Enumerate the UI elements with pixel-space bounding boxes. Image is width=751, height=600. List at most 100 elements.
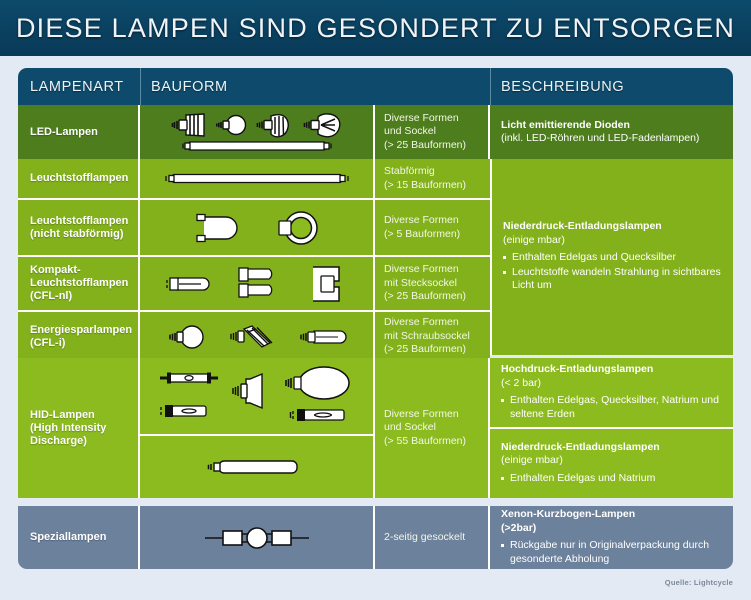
cell-bauform-text-nicht-stab: Diverse Formen(> 5 Bauformen) bbox=[375, 200, 490, 255]
description-title: Niederdruck-Entladungslampen bbox=[503, 220, 662, 233]
bullet-item: Leuchtstoffe wandeln Strahlung in sichtb… bbox=[503, 266, 725, 293]
page-title: DIESE LAMPEN SIND GESONDERT ZU ENTSORGEN bbox=[15, 12, 736, 43]
hid-ellipsoidal-icon bbox=[282, 364, 352, 402]
bauform-text: Diverse Formen(> 5 Bauformen) bbox=[384, 214, 461, 240]
cell-bauform-icons-energiespar bbox=[140, 312, 375, 361]
hid-reflector-icon bbox=[228, 372, 274, 412]
lampenart-label: Leuchtstofflampen(nicht stabförmig) bbox=[30, 214, 129, 240]
icon-group bbox=[140, 105, 373, 159]
description-bullets: Rückgabe nur in Originalverpackung durch… bbox=[501, 539, 725, 567]
icon-group bbox=[140, 159, 373, 198]
table-header-row: LAMPENART BAUFORM BESCHREIBUNG bbox=[18, 68, 733, 105]
cell-bauform-icons-leuchtstoff bbox=[140, 159, 375, 198]
source-credit: Quelle: Lightcycle bbox=[664, 578, 733, 587]
table-row: Leuchtstofflampen bbox=[18, 159, 490, 200]
xenon-short-arc-icon bbox=[197, 524, 317, 552]
cell-description-led: Licht emittierende Dioden (inkl. LED-Röh… bbox=[490, 105, 733, 159]
bullet-item: Enthalten Edelgas und Quecksilber bbox=[503, 251, 725, 265]
description-subtitle: (einige mbar) bbox=[501, 454, 563, 467]
description-title: Hochdruck-Entladungslampen bbox=[501, 363, 654, 375]
cfl-spiral-icon bbox=[226, 321, 278, 353]
header-bauform: BAUFORM bbox=[140, 68, 490, 105]
description-niederdruck-hid: Niederdruck-Entladungslampen (einige mba… bbox=[490, 429, 733, 498]
lampenart-label: LED-Lampen bbox=[30, 125, 98, 138]
cell-bauform-icons-hid bbox=[140, 358, 375, 498]
description-bullets: Enthalten Edelgas, Quecksilber, Natrium … bbox=[501, 394, 725, 422]
cfl-square-icon bbox=[303, 263, 351, 305]
cell-description-spezial: Xenon-Kurzbogen-Lampen (>2bar) Rückgabe … bbox=[490, 506, 733, 569]
table-row: Energiesparlampen(CFL-i) bbox=[18, 312, 490, 361]
cell-bauform-text-spezial: 2-seitig gesockelt bbox=[375, 506, 490, 569]
table-row: LED-Lampen bbox=[18, 105, 733, 159]
cell-lampenart-spezial: Speziallampen bbox=[18, 506, 140, 569]
description-block: Xenon-Kurzbogen-Lampen (>2bar) Rückgabe … bbox=[490, 506, 733, 569]
cell-lampenart-led: LED-Lampen bbox=[18, 105, 140, 159]
led-spot-bulb-icon bbox=[254, 112, 294, 138]
hid-single-ended-icon bbox=[158, 402, 210, 420]
description-bullets: Enthalten Edelgas und Natrium bbox=[501, 472, 725, 487]
led-filament-bulb-icon bbox=[301, 112, 343, 138]
header-lampenart: LAMPENART bbox=[30, 78, 124, 95]
bullet-item: Rückgabe nur in Originalverpackung durch… bbox=[501, 539, 725, 566]
cell-bauform-icons-nicht-stab bbox=[140, 200, 375, 255]
sodium-tube-icon bbox=[205, 458, 309, 476]
description-subtitle: (inkl. LED-Röhren und LED-Fadenlampen) bbox=[501, 132, 700, 144]
icon-group bbox=[140, 358, 373, 436]
cell-bauform-icons-kompakt bbox=[140, 257, 375, 310]
icon-group bbox=[140, 200, 373, 255]
description-subtitle: (>2bar) bbox=[501, 521, 537, 534]
u-shaped-tube-icon bbox=[192, 209, 248, 247]
bauform-text: 2-seitig gesockelt bbox=[384, 530, 466, 543]
bullet-item: Enthalten Edelgas, Quecksilber, Natrium … bbox=[501, 394, 725, 421]
table-row: Speziallampen bbox=[18, 506, 733, 569]
cell-lampenart-kompakt: Kompakt-Leuchtstofflampen(CFL-nl) bbox=[18, 257, 140, 310]
header-beschreibung: BESCHREIBUNG bbox=[490, 68, 733, 105]
lampenart-label: Kompakt-Leuchtstofflampen(CFL-nl) bbox=[30, 264, 129, 302]
icon-group bbox=[140, 257, 373, 310]
description-block: Niederdruck-Entladungslampen (einige mba… bbox=[492, 159, 733, 355]
group-divider bbox=[18, 498, 733, 506]
bauform-text: Stabförmig(> 15 Bauformen) bbox=[384, 165, 467, 191]
description-block: Niederdruck-Entladungslampen (einige mba… bbox=[490, 429, 733, 498]
description-title: Licht emittierende Dioden bbox=[501, 118, 630, 131]
description-bullets: Enthalten Edelgas und Quecksilber Leucht… bbox=[503, 251, 725, 294]
description-block: Licht emittierende Dioden (inkl. LED-Röh… bbox=[490, 105, 733, 159]
led-small-bulb-icon bbox=[215, 112, 247, 138]
hid-single-ended-icon bbox=[288, 406, 348, 424]
description-title: Xenon-Kurzbogen-Lampen bbox=[501, 508, 636, 520]
icon-group bbox=[140, 436, 373, 498]
table-row: Kompakt-Leuchtstofflampen(CFL-nl) bbox=[18, 257, 490, 312]
circular-tube-icon bbox=[274, 206, 322, 250]
low-pressure-group: Leuchtstofflampen bbox=[18, 159, 733, 361]
description-title: Niederdruck-Entladungslampen bbox=[501, 440, 660, 453]
cfl-4pin-icon bbox=[235, 265, 283, 303]
description-block: Hochdruck-Entladungslampen (< 2 bar) Ent… bbox=[490, 358, 733, 427]
title-banner: DIESE LAMPEN SIND GESONDERT ZU ENTSORGEN bbox=[0, 0, 751, 56]
cell-description-hid: Hochdruck-Entladungslampen (< 2 bar) Ent… bbox=[490, 358, 733, 498]
cell-lampenart-leuchtstoff-nicht-stab: Leuchtstofflampen(nicht stabförmig) bbox=[18, 200, 140, 255]
led-reflector-bulb-icon bbox=[170, 112, 208, 138]
cfl-stick-icon bbox=[296, 326, 350, 348]
table-row: Leuchtstofflampen(nicht stabförmig) bbox=[18, 200, 490, 257]
cell-bauform-icons-spezial bbox=[140, 506, 375, 569]
lampenart-label: Energiesparlampen(CFL-i) bbox=[30, 323, 133, 349]
lampenart-label: Leuchtstofflampen bbox=[30, 172, 129, 184]
description-subtitle: (einige mbar) bbox=[503, 233, 565, 246]
cell-description-niederdruck: Niederdruck-Entladungslampen (einige mba… bbox=[490, 159, 733, 355]
lamp-disposal-table: LAMPENART BAUFORM BESCHREIBUNG LED-Lampe… bbox=[18, 68, 733, 576]
lampenart-label: Speziallampen bbox=[30, 531, 107, 543]
description-hochdruck: Hochdruck-Entladungslampen (< 2 bar) Ent… bbox=[490, 358, 733, 429]
fluorescent-tube-icon bbox=[163, 172, 351, 185]
cell-lampenart-energiespar: Energiesparlampen(CFL-i) bbox=[18, 312, 140, 361]
led-tube-icon bbox=[181, 140, 333, 152]
cell-bauform-icons-led bbox=[140, 105, 375, 159]
description-subtitle: (< 2 bar) bbox=[501, 376, 541, 389]
bullet-item: Enthalten Edelgas und Natrium bbox=[501, 472, 725, 486]
